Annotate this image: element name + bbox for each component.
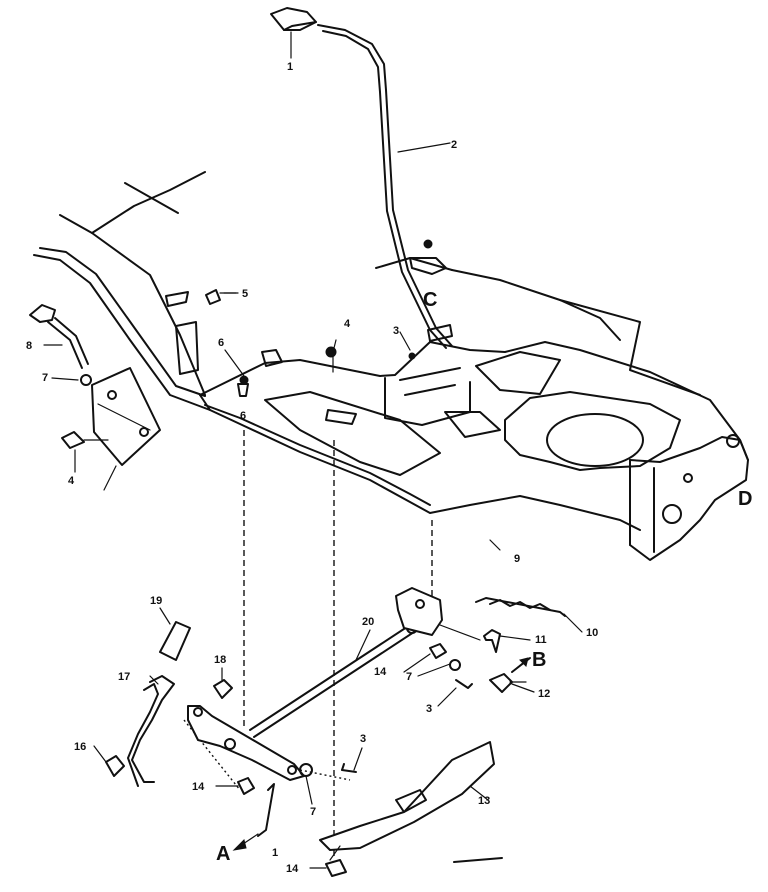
callout-3a: 3 [393,325,399,337]
alignment-lines [183,430,433,860]
pin-3-lower [341,763,357,773]
washer-nut-middle [429,643,473,689]
callout-17: 17 [118,671,130,683]
arrow-B [511,657,529,673]
reference-letters: A B C D [216,289,752,865]
left-side-bracket [29,304,161,473]
arrow-A [232,833,259,851]
callout-14b: 14 [192,781,205,793]
callout-7a: 7 [42,372,48,384]
decorative-stroke [453,857,503,863]
callout-20: 20 [362,616,374,628]
front-bracket-13 [319,741,495,861]
lever-17 [127,675,175,787]
callout-11: 11 [535,634,547,646]
ref-letter-A: A [216,843,230,865]
rod-bracket-upper [395,587,481,641]
link-1-lower [257,783,275,837]
callout-16: 16 [74,741,86,753]
callout-4a: 4 [344,318,351,330]
callout-labels: 1 2 5 4 3 6 6 7 8 4 9 10 11 12 19 20 17 … [26,61,598,875]
callout-1b: 1 [272,847,278,859]
callout-3c: 3 [360,733,366,745]
callout-6b: 6 [240,410,246,422]
callout-12: 12 [538,688,550,700]
lift-lever-rod [317,24,453,349]
ref-letter-C: C [423,289,437,311]
frame-main [165,239,749,561]
callout-6a: 6 [218,337,224,349]
leader-lines [43,292,583,869]
callout-14a: 14 [374,666,387,678]
nut-14-bottom [325,859,347,877]
callout-1: 1 [287,61,293,73]
callout-4b: 4 [68,475,75,487]
bolt-hardware-upper [205,289,337,397]
spring-rod [475,597,566,617]
callout-7b: 7 [406,671,412,683]
callout-18: 18 [214,654,226,666]
callout-3b: 3 [426,703,432,715]
callout-9: 9 [514,553,520,565]
callout-5: 5 [242,288,248,300]
nut-16 [105,755,125,777]
callout-19: 19 [150,595,162,607]
callout-10: 10 [586,627,598,639]
nut-18 [213,679,233,699]
callout-7c: 7 [310,806,316,818]
callout-13: 13 [478,795,490,807]
callout-2: 2 [451,139,457,151]
callout-8a: 8 [26,340,32,352]
callout-14c: 14 [286,863,299,875]
ref-letter-D: D [738,488,752,510]
pivot-bracket [187,705,305,781]
link-11 [483,629,501,653]
nut-14-left [237,777,255,795]
grip-19 [159,621,191,661]
ref-letter-B: B [532,649,546,671]
lift-knob [270,7,317,59]
hood-outline [33,171,211,411]
